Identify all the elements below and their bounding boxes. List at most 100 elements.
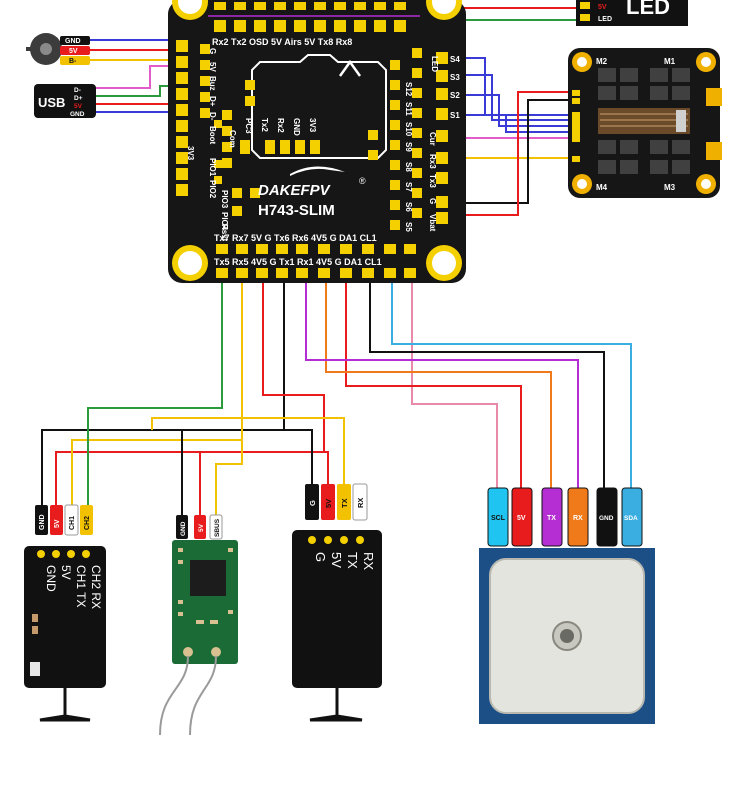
fc-logo-swoosh [290,166,345,176]
esc-motor-m3: M3 [664,183,676,192]
fc-left-label-buz: Buz [208,76,217,91]
fc-right-label-led: LED [430,56,439,72]
usb-body [34,84,96,118]
wire-esc-vbat [452,91,575,216]
wire-gps-rx [305,262,579,490]
fc-arrow-icon [338,59,362,77]
rx2-antenna-2 [189,655,217,736]
wires [41,0,632,520]
usb-port: USB D- D+ 5V GND [34,84,96,118]
wire-rx1-ch1 [71,262,243,510]
gps-pin-5v-label: 5V [517,515,526,522]
gps-pin-gnd [596,487,618,547]
wire-esc-s2 [452,94,575,127]
usb-pin-dplus: D+ [74,95,83,102]
fc-inner-pads [214,80,320,184]
rx3-pin-rx [352,483,368,521]
wire-gps-sda [391,262,632,490]
rx1-label-gnd: GND [44,565,58,592]
fc-right-label-s2: S2 [450,91,460,100]
wire-rx2-sbus [215,440,243,520]
rx3-pin-rx-label: RX [356,498,365,508]
rx3-pin-tx [337,484,351,520]
fc-right-label-s3: S3 [450,73,460,82]
led-pin-led: LED [598,16,612,23]
led-strip: 5V LED LED [576,0,688,26]
rx1-pin-ch2-label: CH2 [84,516,91,530]
fc-inner-label-pio1: PIO1 [208,158,217,177]
fc-brand-text: DAKEFPV [258,182,332,199]
rx1-pin-gnd [35,505,48,535]
rx1-label-ch2rx: CH2 RX [89,565,103,609]
rx1-label-ch1tx: CH1 TX [74,565,88,607]
gps-pin-sda-label: SDA [624,515,638,522]
buzzer-pin-gnd [60,36,90,45]
fc-inner-mid-tx2: Tx2 [260,118,269,132]
rx3-pin-5v-label: 5V [324,499,333,508]
rx1-pin-5v [50,505,63,535]
rx1-label-5v: 5V [59,565,73,580]
rx1-pin-5v-label: 5V [54,519,61,528]
usb-pin-5v: 5V [74,103,83,110]
rx3-label-g: G [313,552,328,562]
rx2-pin-sbus [209,514,223,540]
fc-right-label-s6: S6 [404,202,413,212]
rx3-pin-g [305,484,319,520]
fc-left-label-3v3: 3V3 [186,146,195,161]
gps-pin-scl-label: SCL [491,515,506,522]
fc-model-text: H743-SLIM [258,202,335,219]
esc-motor-m4: M4 [596,183,608,192]
fc-left-label-g: G [208,48,217,54]
wire-gps-tx [325,262,552,490]
fc-inner-label-pio2: PIO2 [208,180,217,199]
rx3-label-rx: RX [361,552,376,570]
rx1-body [24,546,106,688]
fc-inner-frame [251,54,387,159]
usb-label: USB [38,95,65,110]
fc-right-label-rx3: Rx3 [428,154,437,169]
fc-inner-mid-3v3: 3V3 [308,118,317,133]
fc-right-label-s9: S9 [404,142,413,152]
fc-right-label-s8: S8 [404,162,413,172]
fc-inner-mid-pc3: PC3 [244,118,253,134]
fc-inner-label-pio4: PIO4 [220,212,229,231]
fc-inner-label-rssi: Rssi [220,224,229,241]
wire-esc-s1 [452,114,575,133]
fc-right-label-s11: S11 [404,102,413,116]
receiver-1: GND 5V CH1 CH2 GND 5V CH1 TX CH2 RX [24,504,106,722]
fc-right-label-s5: S5 [404,222,413,232]
rx2-pin-gnd-label: GND [180,521,187,536]
fc-right-label-s12: S12 [404,82,413,97]
rx2-pin-5v-label: 5V [198,523,205,532]
led-body [576,0,688,26]
fc-bottom-row1-label: Tx7 Rx7 5V G Tx6 Rx6 4V5 G DA1 CL1 [214,233,377,243]
led-label: LED [626,0,670,19]
gps-module: SCL 5V TX RX GND SDA [479,487,655,724]
fc-reg-mark: ® [359,176,366,186]
rx1-pin-ch1-label: CH1 [69,516,76,530]
fc-right-label-tx3: Tx3 [428,174,437,188]
rx1-antenna [39,688,91,722]
rx2-antenna-1 [159,655,189,736]
usb-pin-dminus: D- [74,87,81,94]
fc-right-label-s1: S1 [450,111,460,120]
gps-pin-scl [487,487,509,547]
fc-pin-labels: G 5V Buz D+ D- Boot 3V3 Com PIO1 PIO2 PI… [186,48,460,241]
fc-right-pads [368,48,448,230]
wire-gps-5v [345,262,522,490]
wire-rx1-5v [55,262,325,510]
wire-rx1-gnd [41,262,285,510]
fc-bottom-pads [216,188,416,278]
gps-pin-tx [541,487,563,547]
esc-motor-m2: M2 [596,57,608,66]
gps-pin-sda [621,487,643,547]
rx2-pin-sbus-label: SBUS [214,518,221,537]
fc-right-label-s7: S7 [404,182,413,192]
buzzer-pin-b-label: B- [69,58,77,65]
rx3-antenna [309,688,363,722]
fc-top-row-label: Rx2 Tx2 OSD 5V Airs 5V Tx8 Rx8 [212,37,352,47]
fc-inner-mid-rx2: Rx2 [276,118,285,133]
rx3-pin-g-label: G [308,500,317,506]
wire-esc-g [452,99,575,204]
